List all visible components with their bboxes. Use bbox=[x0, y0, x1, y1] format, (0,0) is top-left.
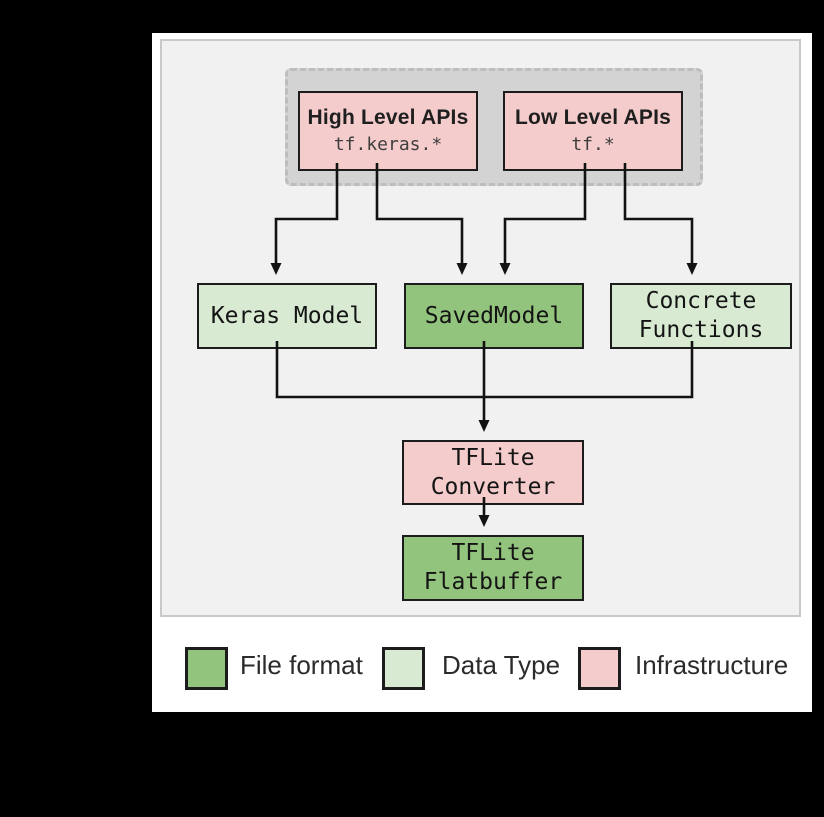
node-saved-model: SavedModel bbox=[404, 283, 584, 349]
node-keras-model: Keras Model bbox=[197, 283, 377, 349]
node-low-level-apis: Low Level APIs tf.* bbox=[503, 91, 683, 171]
node-concrete-functions: Concrete Functions bbox=[610, 283, 792, 349]
concrete-functions-label-line2: Functions bbox=[638, 317, 764, 343]
legend-label-infrastructure: Infrastructure bbox=[635, 650, 789, 680]
low-level-apis-title: Low Level APIs bbox=[514, 106, 672, 130]
low-level-apis-subtitle: tf.* bbox=[571, 134, 615, 156]
diagram-panel: High Level APIs tf.keras.* Low Level API… bbox=[160, 39, 801, 617]
concrete-functions-label-line1: Concrete bbox=[645, 288, 757, 315]
legend-label-data-type: Data Type bbox=[442, 650, 561, 680]
high-level-apis-subtitle: tf.keras.* bbox=[333, 134, 443, 156]
node-tflite-flatbuffer: TFLite Flatbuffer bbox=[402, 535, 584, 601]
high-level-apis-title: High Level APIs bbox=[307, 106, 469, 130]
keras-model-label: Keras Model bbox=[210, 302, 364, 329]
tflite-converter-label-line2: Converter bbox=[430, 473, 556, 500]
saved-model-label: SavedModel bbox=[424, 302, 564, 329]
diagram-card: High Level APIs tf.keras.* Low Level API… bbox=[152, 33, 812, 712]
legend: File format Data Type Infrastructure bbox=[152, 647, 812, 690]
node-tflite-converter: TFLite Converter bbox=[402, 440, 584, 505]
legend-label-file-format: File format bbox=[240, 650, 363, 680]
legend-swatch-file-format bbox=[185, 647, 228, 690]
tflite-converter-label-line1: TFLite bbox=[451, 444, 535, 471]
legend-swatch-data-type bbox=[382, 647, 425, 690]
tflite-flatbuffer-label-line2: Flatbuffer bbox=[423, 569, 563, 595]
node-high-level-apis: High Level APIs tf.keras.* bbox=[298, 91, 478, 171]
tflite-flatbuffer-label-line1: TFLite bbox=[451, 540, 535, 567]
legend-swatch-infrastructure bbox=[578, 647, 621, 690]
